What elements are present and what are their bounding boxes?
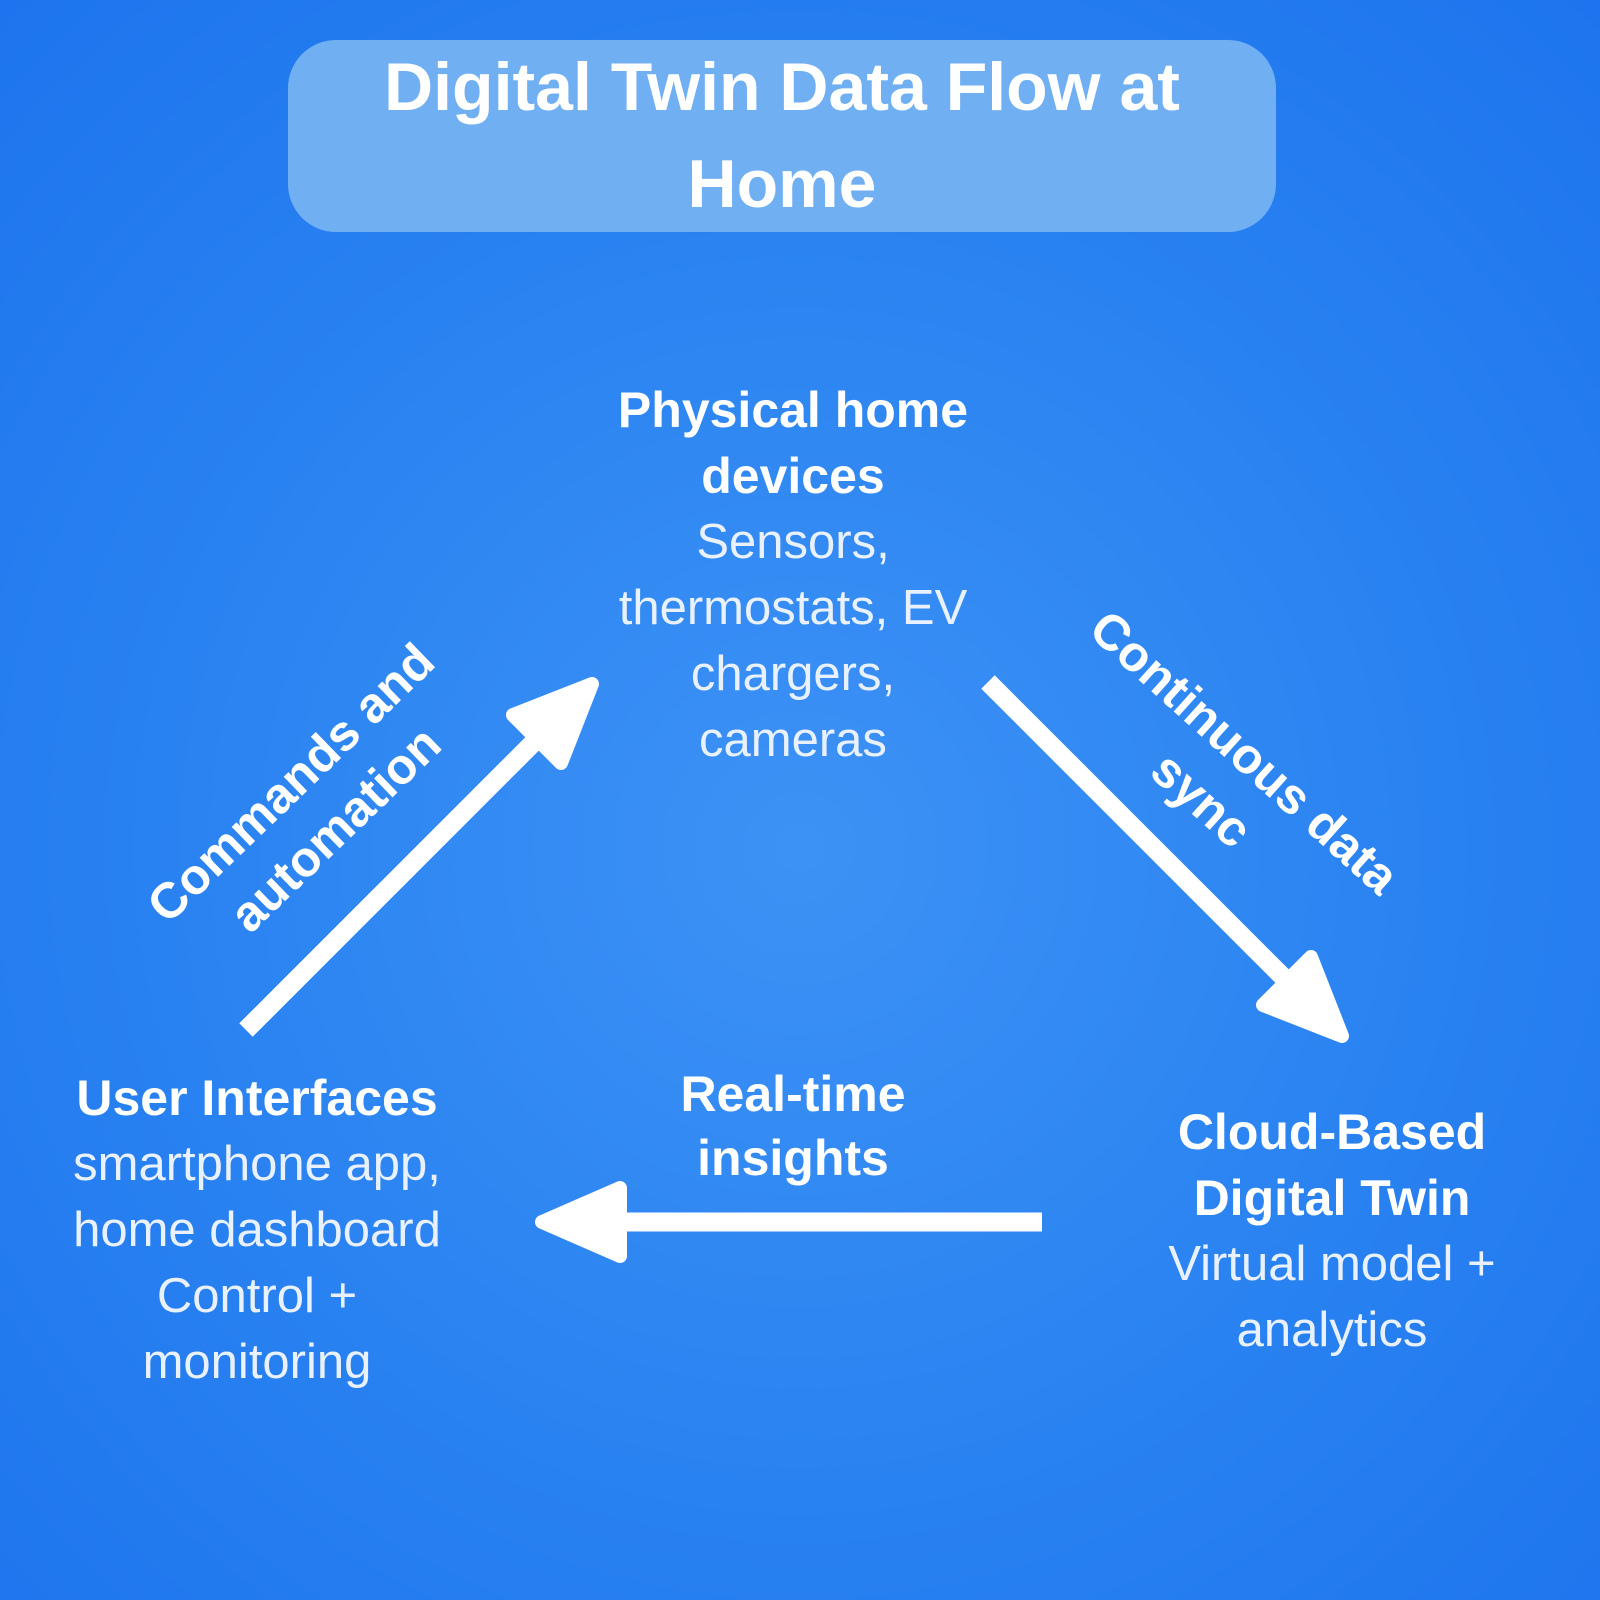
user-node-body-line-3: Control + (156, 1269, 358, 1323)
physical-node-body-line-3: chargers, (690, 647, 896, 701)
title-box: Digital Twin Data Flow at Home (288, 40, 1276, 232)
physical-node-heading-line-2: devices (701, 448, 885, 504)
physical-node-body-line-1: Sensors, (696, 515, 890, 569)
insights-label-line-1: Real-time (680, 1066, 906, 1122)
insights-arrow-icon (535, 1181, 1042, 1263)
user-interfaces-node: User Interfaces smartphone app, home das… (17, 1065, 497, 1395)
commands-arrow-icon (239, 677, 599, 1037)
physical-node-body-line-2: thermostats, EV (618, 581, 968, 635)
cloud-node-body-line-2: analytics (1236, 1303, 1428, 1357)
physical-node-body-line-4: cameras (699, 713, 887, 767)
physical-node-heading-line-1: Physical home (617, 382, 969, 438)
insights-label-line-2: insights (697, 1130, 889, 1186)
page-title-line-1: Digital Twin Data Flow at (384, 49, 1180, 125)
user-node-body-line-2: home dashboard (73, 1203, 441, 1257)
page-title-line-2: Home (687, 146, 877, 222)
cloud-node-heading-line-2: Digital Twin (1193, 1170, 1471, 1226)
user-node-body-line-4: monitoring (142, 1335, 372, 1389)
cloud-digital-twin-node: Cloud-Based Digital Twin Virtual model +… (1092, 1099, 1572, 1363)
user-node-body-line-1: smartphone app, (73, 1137, 441, 1191)
cloud-node-body-line-1: Virtual model + (1168, 1237, 1496, 1291)
cloud-node-heading-line-1: Cloud-Based (1177, 1104, 1487, 1160)
physical-home-devices-node: Physical home devices Sensors, thermosta… (523, 377, 1063, 773)
sync-arrow-icon (981, 675, 1349, 1043)
user-node-heading: User Interfaces (76, 1070, 438, 1126)
insights-arrow-label: Real-time insights (563, 1062, 1023, 1190)
